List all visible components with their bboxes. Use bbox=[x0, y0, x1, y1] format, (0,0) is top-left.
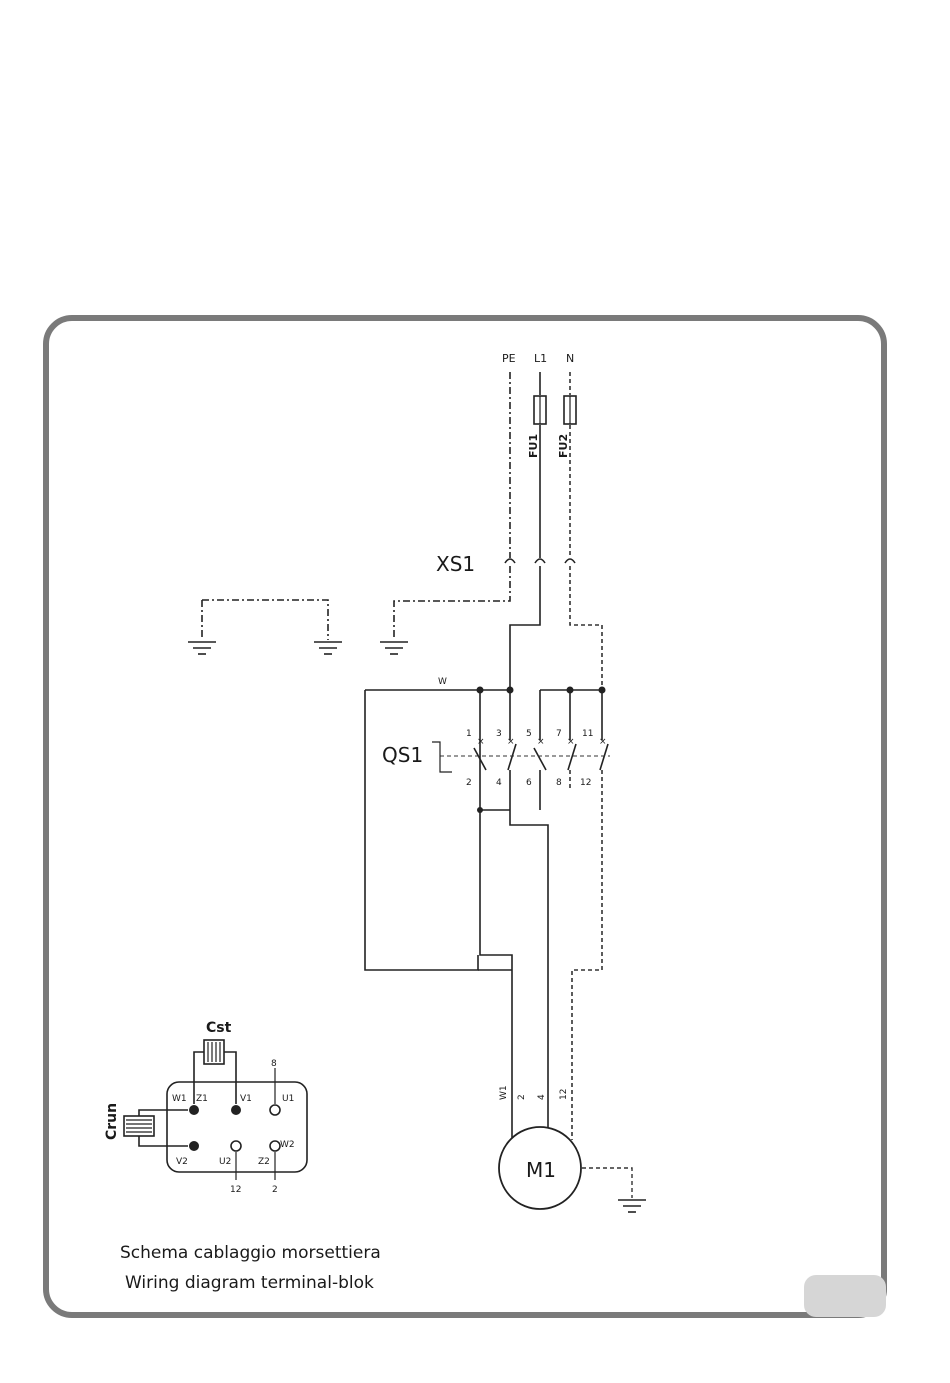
label-m1: M1 bbox=[526, 1158, 556, 1182]
terminal-5: 5 bbox=[526, 729, 532, 739]
label-crun: Crun bbox=[104, 1103, 120, 1140]
tb-label-z1: Z1 bbox=[196, 1094, 208, 1104]
caption-line-1: Schema cablaggio morsettiera bbox=[120, 1243, 381, 1263]
ground-icon bbox=[314, 642, 342, 654]
label-wire-4: 4 bbox=[537, 1094, 547, 1100]
label-qs1: QS1 bbox=[382, 743, 423, 767]
connector-pe bbox=[505, 559, 515, 563]
page-number-tab bbox=[804, 1275, 886, 1317]
terminal-6: 6 bbox=[526, 778, 532, 788]
terminal-1: 1 bbox=[466, 729, 472, 739]
terminal-12: 12 bbox=[580, 778, 591, 788]
ground-icon bbox=[618, 1200, 646, 1212]
label-pe: PE bbox=[502, 352, 516, 365]
tb-lead-bottom-right: 2 bbox=[272, 1185, 278, 1195]
ground-icon bbox=[188, 642, 216, 654]
page-frame bbox=[46, 318, 884, 1315]
svg-text:×: × bbox=[537, 737, 545, 747]
tb-label-z2: Z2 bbox=[258, 1157, 270, 1167]
svg-text:×: × bbox=[477, 737, 485, 747]
terminal-7: 7 bbox=[556, 729, 562, 739]
caption-line-2: Wiring diagram terminal-blok bbox=[125, 1273, 374, 1293]
terminal-3: 3 bbox=[496, 729, 502, 739]
terminal-11: 11 bbox=[582, 729, 593, 739]
tb-label-v2: V2 bbox=[176, 1157, 188, 1167]
capacitor-crun bbox=[124, 1116, 154, 1136]
svg-text:×: × bbox=[599, 737, 607, 747]
label-bus-w: W bbox=[438, 677, 447, 687]
connector-l1 bbox=[535, 559, 545, 563]
tb-label-u2: U2 bbox=[219, 1157, 231, 1167]
terminal-8: 8 bbox=[556, 778, 562, 788]
tb-label-w2: W2 bbox=[280, 1140, 295, 1150]
capacitor-cst bbox=[204, 1040, 224, 1064]
label-wire-2: 2 bbox=[517, 1094, 527, 1100]
connector-n bbox=[565, 559, 575, 563]
svg-text:×: × bbox=[507, 737, 515, 747]
tb-label-u1: U1 bbox=[282, 1094, 294, 1104]
terminal-2: 2 bbox=[466, 778, 472, 788]
tb-lead-top: 8 bbox=[271, 1059, 277, 1069]
switch-contacts: × × × × × bbox=[474, 737, 608, 770]
label-xs1: XS1 bbox=[436, 552, 475, 576]
label-cst: Cst bbox=[206, 1020, 232, 1036]
label-fu2: FU2 bbox=[557, 434, 570, 458]
ground-icon bbox=[380, 642, 408, 654]
tb-label-w1: W1 bbox=[172, 1094, 187, 1104]
svg-text:×: × bbox=[567, 737, 575, 747]
label-fu1: FU1 bbox=[527, 434, 540, 458]
tb-label-v1: V1 bbox=[240, 1094, 252, 1104]
terminal-4: 4 bbox=[496, 778, 502, 788]
label-n: N bbox=[566, 352, 574, 365]
label-wire-w1: W1 bbox=[499, 1085, 509, 1100]
label-l1: L1 bbox=[534, 352, 547, 365]
tb-lead-bottom-left: 12 bbox=[230, 1185, 241, 1195]
label-wire-12: 12 bbox=[559, 1089, 569, 1100]
